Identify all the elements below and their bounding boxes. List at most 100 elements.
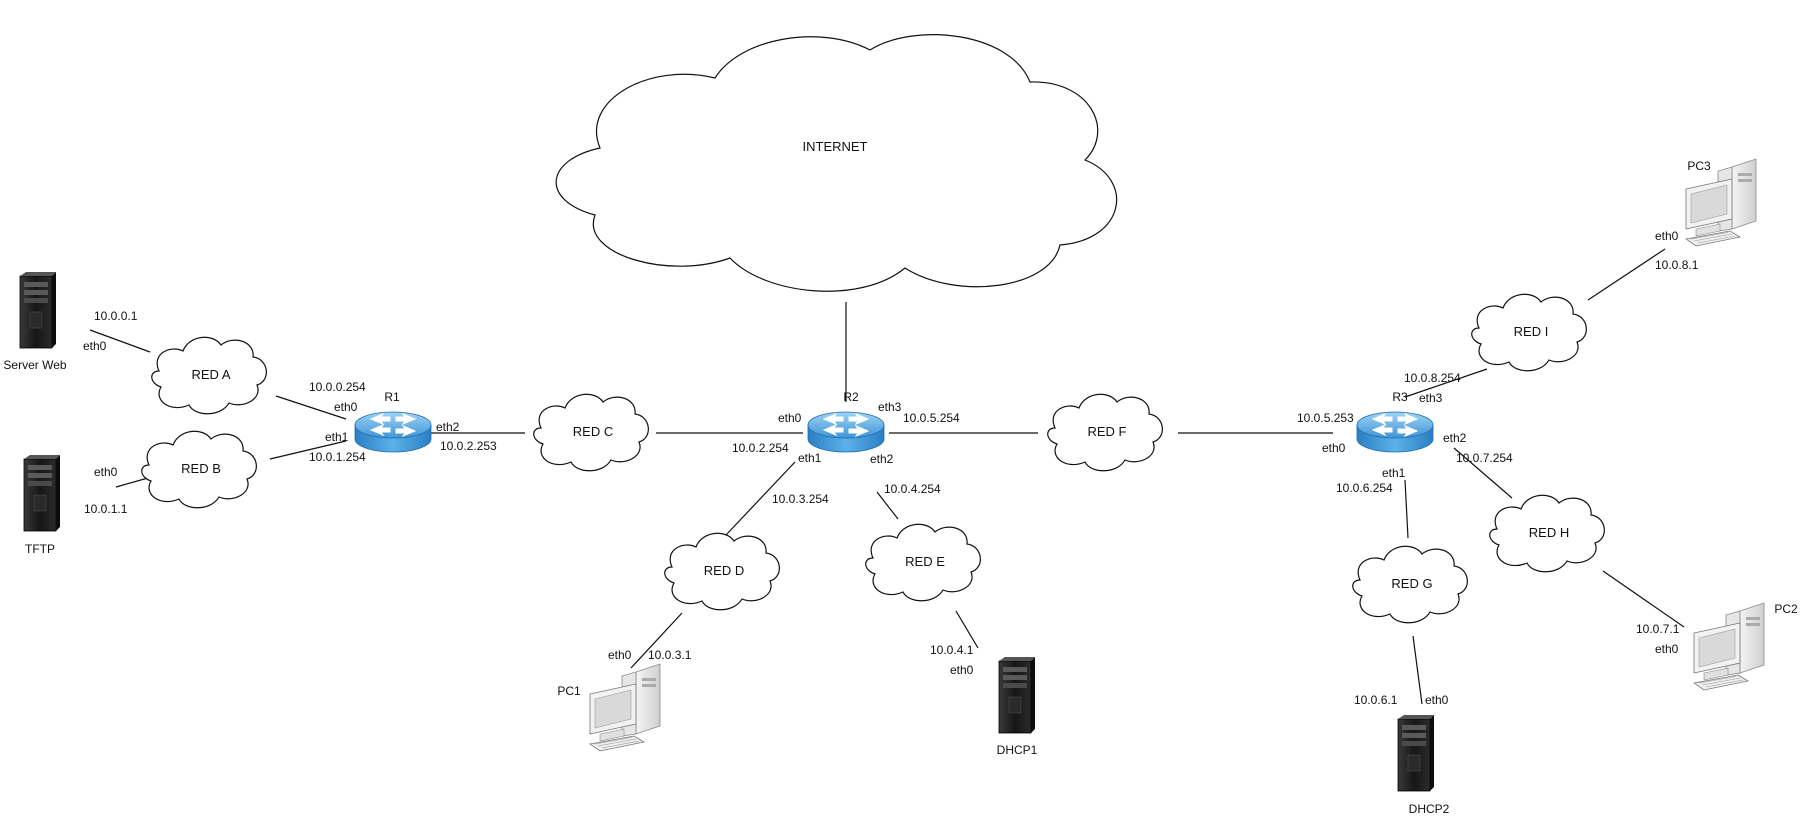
r3-eth2-label: eth2 bbox=[1443, 431, 1467, 445]
r2-eth3-label: eth3 bbox=[878, 400, 902, 414]
dhcp1-ip: 10.0.4.1 bbox=[930, 643, 974, 657]
host-dhcp2: DHCP2 10.0.6.1 eth0 bbox=[1354, 693, 1450, 816]
host-pc3: PC3 eth0 10.0.8.1 bbox=[1655, 158, 1757, 272]
pc1-iface: eth0 bbox=[608, 648, 632, 662]
r2-eth0-label: eth0 bbox=[778, 411, 802, 425]
network-label-red-c: RED C bbox=[573, 424, 613, 439]
r2-eth2-label: eth2 bbox=[870, 452, 894, 466]
r3-eth2-ip: 10.0.7.254 bbox=[1456, 451, 1513, 465]
link-rede-dhcp1 bbox=[955, 610, 979, 649]
network-label-red-f: RED F bbox=[1088, 424, 1127, 439]
r3-eth0-label: eth0 bbox=[1322, 441, 1346, 455]
r3-eth1-ip: 10.0.6.254 bbox=[1336, 481, 1393, 495]
network-label-red-a: RED A bbox=[191, 367, 230, 382]
r2-eth2-ip: 10.0.4.254 bbox=[884, 482, 941, 496]
pc1-ip: 10.0.3.1 bbox=[648, 648, 692, 662]
r2-eth1-label: eth1 bbox=[798, 451, 822, 465]
r2-eth3-ip: 10.0.5.254 bbox=[903, 411, 960, 425]
router-name-r2: R2 bbox=[843, 390, 859, 404]
network-label-red-b: RED B bbox=[181, 461, 221, 476]
router-icon bbox=[1356, 411, 1434, 453]
network-label-red-h: RED H bbox=[1529, 525, 1569, 540]
link-serverweb-reda bbox=[89, 329, 151, 353]
dhcp1-iface: eth0 bbox=[950, 663, 974, 677]
network-cloud-red-d: RED D bbox=[664, 532, 780, 611]
pc2-ip: 10.0.7.1 bbox=[1636, 622, 1680, 636]
link-tftp-redb bbox=[115, 477, 149, 488]
server-icon bbox=[19, 271, 57, 349]
pc3-ip: 10.0.8.1 bbox=[1655, 258, 1699, 272]
r3-eth3-label: eth3 bbox=[1419, 391, 1443, 405]
r1-eth1-ip: 10.0.1.254 bbox=[309, 450, 366, 464]
r1-eth0-ip: 10.0.0.254 bbox=[309, 380, 366, 394]
network-cloud-red-g: RED G bbox=[1352, 545, 1468, 624]
router-name-r1: R1 bbox=[384, 390, 400, 404]
link-r3-redh bbox=[1453, 447, 1513, 499]
pc3-iface: eth0 bbox=[1655, 229, 1679, 243]
network-label-red-i: RED I bbox=[1514, 324, 1549, 339]
network-label-red-d: RED D bbox=[704, 563, 744, 578]
link-r3-redi bbox=[1404, 368, 1488, 398]
host-pc1: PC1 eth0 10.0.3.1 bbox=[557, 648, 692, 752]
network-cloud-red-h: RED H bbox=[1489, 494, 1605, 573]
router-r3: R3 10.0.8.254 eth3 10.0.5.253 eth0 eth2 … bbox=[1297, 371, 1513, 495]
router-icon bbox=[354, 411, 432, 453]
dhcp2-ip: 10.0.6.1 bbox=[1354, 693, 1398, 707]
internet-cloud: INTERNET bbox=[555, 34, 1118, 292]
network-label-red-e: RED E bbox=[905, 554, 945, 569]
server-web-iface: eth0 bbox=[83, 339, 107, 353]
r1-eth2-ip: 10.0.2.253 bbox=[440, 439, 497, 453]
server-icon bbox=[23, 454, 61, 532]
server-web-ip: 10.0.0.1 bbox=[94, 309, 138, 323]
link-redg-dhcp2 bbox=[1412, 635, 1423, 705]
links bbox=[89, 248, 1685, 705]
link-redh-pc2 bbox=[1602, 570, 1685, 628]
router-r1: R1 10.0.0.254 eth0 eth1 10.0.1.254 eth2 … bbox=[309, 380, 497, 464]
r3-eth0-ip: 10.0.5.253 bbox=[1297, 411, 1354, 425]
r3-eth3-ip: 10.0.8.254 bbox=[1404, 371, 1461, 385]
host-name-dhcp2: DHCP2 bbox=[1409, 802, 1450, 816]
r1-eth0-label: eth0 bbox=[334, 400, 358, 414]
host-name-dhcp1: DHCP1 bbox=[997, 743, 1038, 757]
server-icon bbox=[998, 656, 1036, 734]
host-name-pc2: PC2 bbox=[1774, 602, 1798, 616]
network-label-red-g: RED G bbox=[1391, 576, 1432, 591]
network-cloud-red-f: RED F bbox=[1047, 393, 1163, 472]
host-name-pc3: PC3 bbox=[1687, 159, 1711, 173]
network-cloud-red-c: RED C bbox=[533, 393, 649, 472]
pc-icon bbox=[1693, 602, 1765, 691]
router-name-r3: R3 bbox=[1392, 390, 1408, 404]
network-cloud-red-i: RED I bbox=[1471, 293, 1587, 372]
r1-eth1-label: eth1 bbox=[325, 430, 349, 444]
network-cloud-red-b: RED B bbox=[141, 430, 257, 509]
host-name-tftp: TFTP bbox=[25, 542, 55, 556]
r2-eth1-ip: 10.0.3.254 bbox=[772, 492, 829, 506]
host-name-pc1: PC1 bbox=[557, 684, 581, 698]
link-r3-redg bbox=[1404, 479, 1409, 539]
host-tftp: TFTP eth0 10.0.1.1 bbox=[23, 454, 128, 556]
link-redb-r1 bbox=[269, 440, 347, 460]
network-cloud-red-a: RED A bbox=[151, 336, 267, 415]
internet-label: INTERNET bbox=[803, 139, 868, 154]
link-r2-rede bbox=[876, 491, 899, 520]
tftp-iface: eth0 bbox=[94, 465, 118, 479]
pc-icon bbox=[589, 663, 661, 752]
dhcp2-iface: eth0 bbox=[1425, 693, 1449, 707]
link-redd-pc1 bbox=[630, 612, 683, 669]
router-icon bbox=[807, 411, 885, 453]
network-cloud-red-e: RED E bbox=[865, 523, 981, 602]
r1-eth2-label: eth2 bbox=[436, 420, 460, 434]
host-dhcp1: DHCP1 10.0.4.1 eth0 bbox=[930, 643, 1038, 757]
host-server-web: Server Web 10.0.0.1 eth0 bbox=[3, 271, 138, 372]
link-reda-r1 bbox=[275, 395, 347, 420]
link-redi-pc3 bbox=[1587, 248, 1666, 301]
host-pc2: PC2 10.0.7.1 eth0 bbox=[1636, 602, 1798, 691]
r2-eth0-ip: 10.0.2.254 bbox=[732, 441, 789, 455]
link-r2-redd bbox=[725, 461, 796, 536]
host-name-server-web: Server Web bbox=[3, 358, 66, 372]
server-icon bbox=[1397, 714, 1435, 792]
tftp-ip: 10.0.1.1 bbox=[84, 502, 128, 516]
pc2-iface: eth0 bbox=[1655, 642, 1679, 656]
r3-eth1-label: eth1 bbox=[1382, 466, 1406, 480]
